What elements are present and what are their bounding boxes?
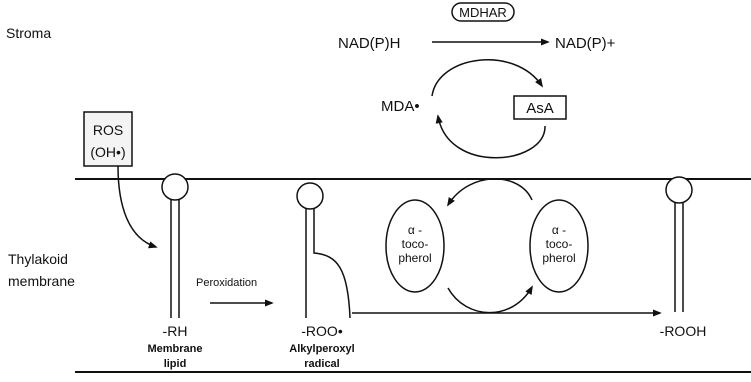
rh-caption-2: lipid bbox=[164, 358, 187, 370]
stroma-label: Stroma bbox=[6, 25, 51, 41]
roo-label: -ROO• bbox=[301, 323, 343, 339]
membrane-label: membrane bbox=[8, 273, 75, 289]
cycle-top-arc bbox=[432, 60, 542, 96]
peroxidation-label: Peroxidation bbox=[196, 277, 257, 289]
tocopherol-right-line-1: α - bbox=[552, 223, 566, 237]
rh-caption-1: Membrane bbox=[147, 343, 202, 355]
lipid-roo-tail bbox=[306, 209, 350, 318]
roo-caption-1: Alkylperoxyl bbox=[289, 343, 354, 355]
nadph-label: NAD(P)H bbox=[338, 35, 401, 52]
tocopherol-right-line-2: toco- bbox=[546, 237, 573, 251]
lipid-roo-head bbox=[297, 183, 323, 209]
lipid-rooh-tail bbox=[675, 203, 683, 312]
lipid-rh-head bbox=[162, 174, 188, 200]
ros-label: ROS bbox=[93, 122, 123, 138]
ros-formula: (OH•) bbox=[90, 144, 125, 160]
mda-label: MDA• bbox=[381, 98, 420, 115]
thylakoid-label: Thylakoid bbox=[8, 251, 68, 267]
asa-label: AsA bbox=[526, 100, 554, 117]
tocopherol-right-line-3: pherol bbox=[542, 251, 575, 265]
rh-label: -RH bbox=[163, 323, 188, 339]
nadp-label: NAD(P)+ bbox=[555, 35, 616, 52]
tocopherol-left-line-3: pherol bbox=[398, 251, 431, 265]
tocopherol-top-arc bbox=[448, 179, 532, 205]
tocopherol-left-line-2: toco- bbox=[402, 237, 429, 251]
tocopherol-bottom-arc bbox=[448, 287, 532, 313]
mdhar-label: MDHAR bbox=[459, 5, 507, 20]
tocopherol-left-line-1: α - bbox=[408, 223, 422, 237]
rooh-label: -ROOH bbox=[660, 323, 707, 339]
roo-caption-2: radical bbox=[304, 358, 339, 370]
lipid-rh-tail bbox=[171, 200, 179, 318]
cycle-bottom-arc bbox=[438, 116, 545, 158]
lipid-rooh-head bbox=[666, 177, 692, 203]
